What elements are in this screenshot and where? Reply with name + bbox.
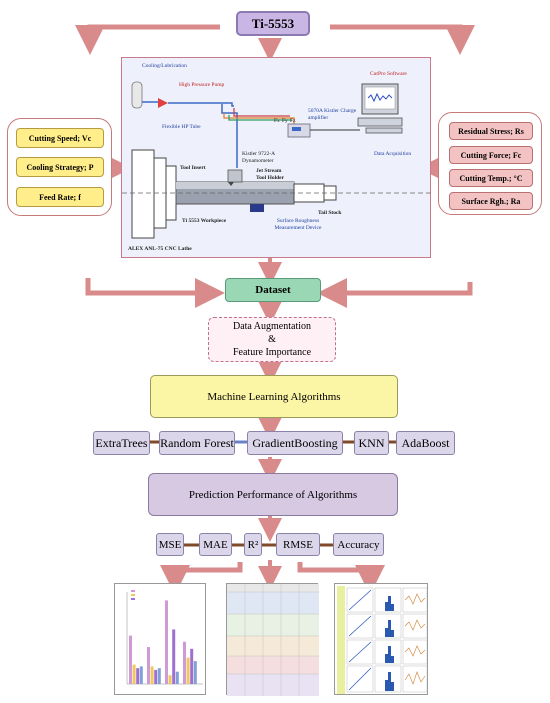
prediction-title: Prediction Performance of Algorithms [188, 488, 358, 501]
title-text: Ti-5553 [251, 15, 295, 31]
input-item: Feed Rate; f [16, 187, 104, 207]
metric-r2: R² [244, 533, 262, 556]
output-item: Residual Stress; Rs [449, 122, 533, 140]
results-plot-grid [337, 586, 428, 694]
output-item: Cutting Force; Fc [449, 146, 533, 164]
acquisition-label: Data Acquisition [374, 151, 412, 157]
bar-mark [139, 666, 143, 684]
results-table-thumbnail [226, 583, 319, 696]
output-label: Cutting Temp.; °C [459, 173, 523, 183]
workpiece-label: Ti 5553 Workpiece [182, 218, 227, 224]
insert-label: Tool Insert [180, 165, 206, 171]
input-label: Feed Rate; f [39, 192, 81, 202]
metric-mae: MAE [199, 533, 232, 556]
input-item: Cutting Speed; Vc [16, 128, 104, 148]
output-label: Residual Stress; Rs [458, 126, 524, 136]
bar-mark [157, 668, 161, 684]
fx-label: Fx [274, 118, 280, 124]
setup-drawing [122, 81, 432, 239]
metric-label: MAE [203, 538, 228, 551]
ml-algorithms-title: Machine Learning Algorithms [207, 390, 341, 403]
title-box: Ti-5553 [236, 11, 310, 36]
metric-label: R² [247, 538, 259, 551]
dataset-label: Dataset [255, 284, 291, 296]
algorithm-label: GradientBoosting [252, 435, 338, 450]
algorithm-label: KNN [358, 435, 385, 450]
input-item: Cooling Strategy; P [16, 157, 104, 177]
metric-label: RMSE [283, 538, 313, 551]
results-bar-chart-thumbnail [114, 583, 206, 695]
bar-mark [147, 647, 150, 684]
algorithm-label: AdaBoost [401, 435, 450, 450]
metric-rmse: RMSE [276, 533, 320, 556]
holder-label: Tool Holder [256, 175, 285, 181]
data-augmentation-box: Data Augmentation & Feature Importance [208, 317, 336, 362]
metric-label: Accuracy [337, 538, 380, 551]
bar-mark [150, 666, 154, 684]
output-item: Cutting Temp.; °C [449, 169, 533, 187]
results-plots-thumbnail [334, 583, 428, 695]
software-label: CutPro Software [370, 71, 407, 77]
bar-mark [165, 600, 168, 684]
input-parameters-panel: Cutting Speed; Vc Cooling Strategy; P Fe… [7, 118, 112, 216]
output-label: Surface Rgh.; Ra [461, 196, 521, 206]
bar-mark [136, 668, 140, 684]
jet-label: Jet Stream [256, 168, 282, 174]
output-label: Cutting Force; Fc [460, 150, 522, 160]
dynamometer-label: Kistler 9722-A Dynamometer [242, 151, 275, 164]
bar-mark [172, 629, 176, 684]
fz-label: Fz [290, 118, 296, 124]
bar-mark [183, 641, 186, 684]
pump-label: High Pressure Pump [179, 82, 225, 88]
algorithm-adaboost: AdaBoost [396, 431, 455, 455]
bar-mark [154, 669, 158, 684]
algorithm-random-forest: Random Forest [159, 431, 235, 455]
bar-chart [126, 590, 203, 685]
metric-mse: MSE [156, 533, 184, 556]
algorithm-extratrees: ExtraTrees [93, 431, 150, 455]
algorithm-label: ExtraTrees [95, 435, 148, 450]
experimental-setup: Cooling/Lubrication High Pressure Pump F… [121, 57, 432, 258]
results-table [227, 584, 319, 696]
augmentation-line: Data Augmentation [232, 321, 312, 332]
bar-mark [129, 635, 132, 684]
tube-label: Flexible HP Tube [162, 124, 201, 130]
augmentation-line: & [268, 334, 276, 345]
tailstock-label: Tail Stock [318, 210, 342, 216]
algorithm-label: Random Forest [160, 435, 234, 450]
roughness-label: Surface Roughness Measurement Device [274, 218, 322, 231]
algorithm-gradientboosting: GradientBoosting [247, 431, 343, 455]
bar-mark [193, 661, 197, 684]
bar-mark [132, 664, 136, 684]
lathe-label: ALEX ANL-75 CNC Lathe [128, 246, 192, 252]
dataset-box: Dataset [225, 278, 321, 302]
bar-mark [186, 657, 190, 684]
prediction-performance-box: Prediction Performance of Algorithms [148, 473, 398, 516]
metric-accuracy: Accuracy [333, 533, 384, 556]
input-label: Cutting Speed; Vc [28, 133, 92, 143]
output-item: Surface Rgh.; Ra [449, 192, 533, 210]
cooling-label: Cooling/Lubrication [142, 63, 187, 69]
bar-mark [175, 671, 179, 684]
amplifier-label: 5070A Kistler Charge amplifier [308, 108, 357, 121]
augmentation-line: Feature Importance [232, 347, 312, 358]
input-label: Cooling Strategy; P [26, 162, 94, 172]
algorithm-knn: KNN [354, 431, 389, 455]
metric-label: MSE [158, 538, 182, 551]
bar-mark [190, 648, 194, 684]
output-responses-panel: Residual Stress; Rs Cutting Force; Fc Cu… [438, 112, 542, 215]
ml-algorithms-box: Machine Learning Algorithms [150, 375, 398, 418]
fy-label: Fy [282, 118, 288, 124]
bar-mark [168, 675, 172, 684]
